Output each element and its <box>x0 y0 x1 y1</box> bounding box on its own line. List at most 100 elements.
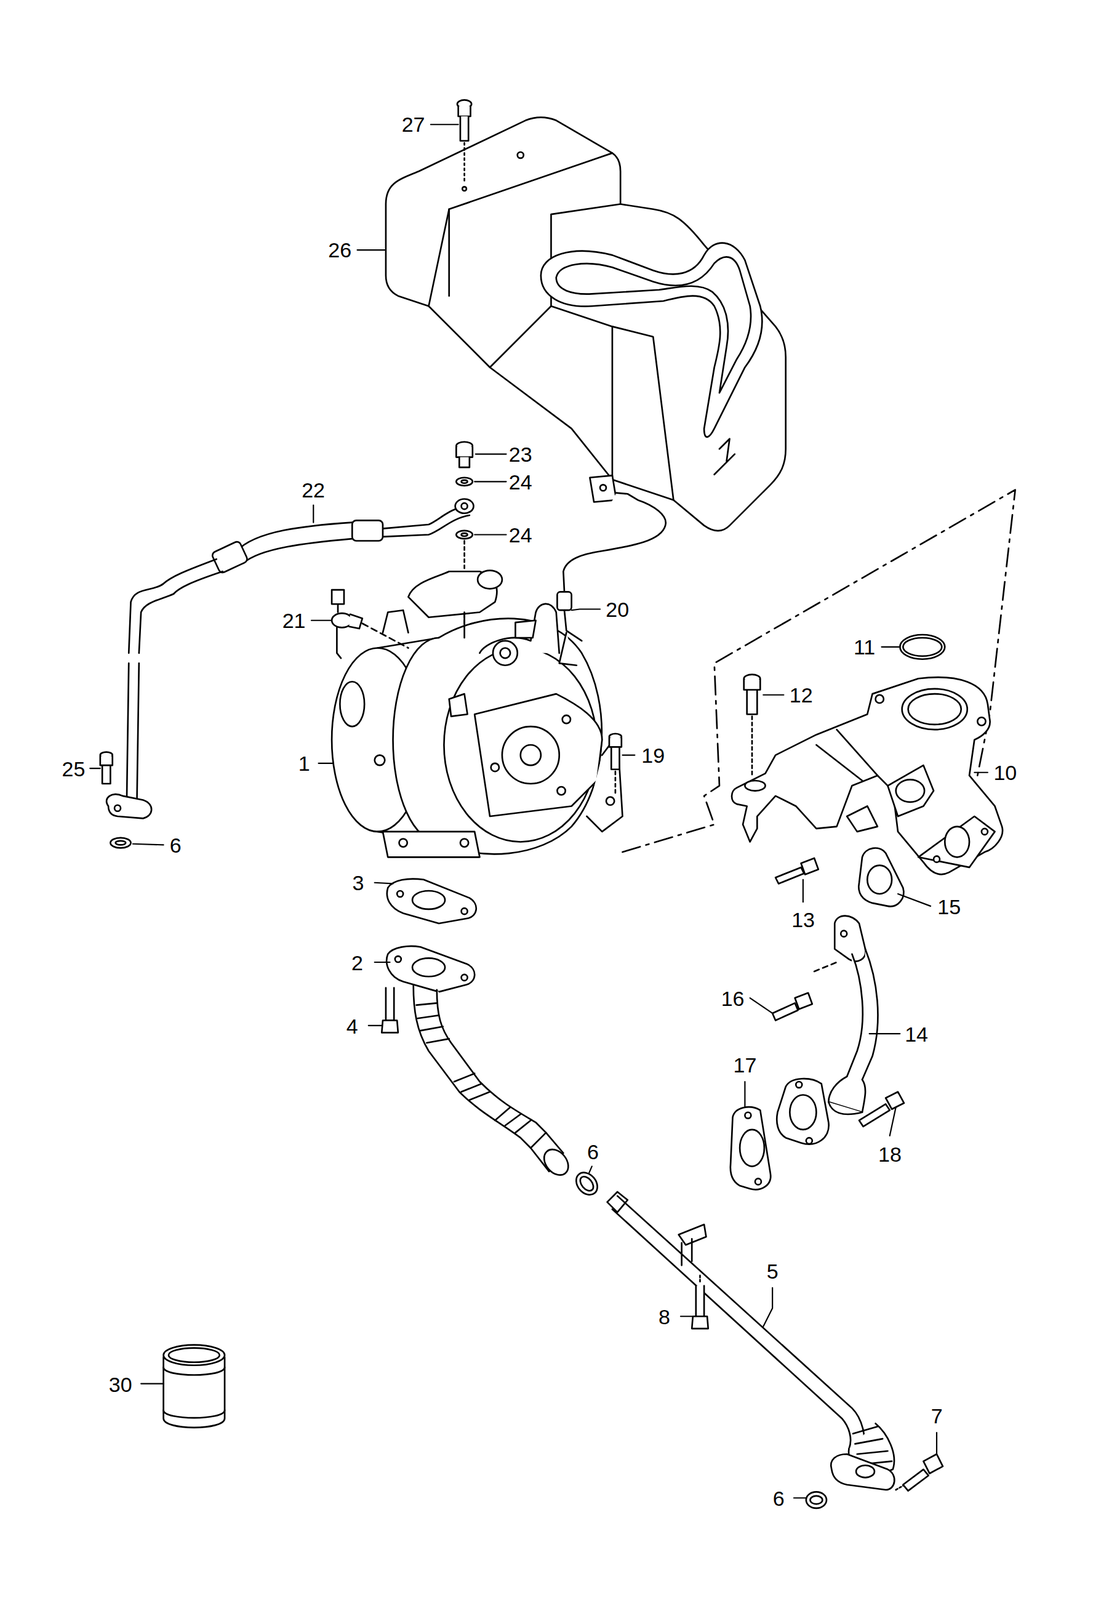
bolt <box>381 987 399 1033</box>
turbocharger <box>382 609 409 633</box>
egr-pipe <box>846 948 878 1079</box>
turbocharger <box>374 755 386 766</box>
callout-number: 6 <box>169 834 182 856</box>
leader-line <box>571 609 601 611</box>
temperature-sensor <box>589 475 617 502</box>
turbocharger <box>500 648 511 659</box>
turbocharger <box>492 640 518 666</box>
gasket <box>858 848 904 907</box>
turbocharger <box>339 681 365 727</box>
egr-pipe <box>789 1094 817 1130</box>
bolt <box>110 837 131 849</box>
turbocharger <box>556 786 565 795</box>
egr-pipe <box>834 915 866 962</box>
heat-shield <box>714 438 735 475</box>
leader-line <box>474 480 506 482</box>
o-ring <box>806 1491 827 1508</box>
callout-number: 4 <box>346 1015 359 1037</box>
bolt <box>458 105 471 117</box>
callout-number: 24 <box>508 524 533 546</box>
o-ring <box>806 1491 827 1508</box>
exhaust-manifold <box>875 694 884 703</box>
gasket <box>858 848 904 907</box>
oil-supply-line <box>114 804 121 812</box>
callout-number: 5 <box>766 1260 779 1282</box>
callout-number: 22 <box>301 479 325 501</box>
egr-pipe <box>776 915 878 1145</box>
o-ring <box>809 1495 823 1504</box>
bolt <box>751 716 754 776</box>
exhaust-manifold <box>744 780 765 791</box>
leader-line <box>936 1432 938 1454</box>
oil-return-pipe <box>612 1195 865 1449</box>
leader-line <box>763 694 784 696</box>
bolt <box>744 679 761 714</box>
o-ring <box>571 1168 602 1199</box>
bolt <box>100 752 132 849</box>
turbocharger <box>449 693 468 716</box>
oil-supply-line <box>163 558 223 594</box>
oil-return-pipe <box>413 984 546 1148</box>
heat-shield <box>556 256 751 393</box>
banjo-bolt <box>456 446 473 458</box>
leader-line <box>889 1106 897 1135</box>
heat-shield <box>517 152 524 159</box>
oil-supply-line <box>106 793 152 818</box>
gasket <box>867 865 892 894</box>
egr-pipe <box>828 1101 863 1114</box>
callout-number: 2 <box>351 952 364 973</box>
callout-number: 6 <box>587 1141 599 1162</box>
bolt <box>691 1315 709 1329</box>
pressure-sensor <box>331 589 409 658</box>
banjo-bolt <box>456 477 473 486</box>
leader-line <box>881 646 900 648</box>
bolt <box>381 1020 399 1033</box>
bolt <box>896 1453 943 1491</box>
leader-line <box>374 961 391 963</box>
o-ring <box>571 1168 602 1199</box>
exhaust-manifold <box>944 826 970 858</box>
turbocharger <box>502 726 560 784</box>
oil-return-pipe <box>386 945 475 992</box>
bolt <box>100 755 113 784</box>
temperature-sensor <box>563 492 666 593</box>
exhaust-manifold <box>846 805 878 831</box>
leader-line <box>474 533 506 535</box>
exhaust-manifold <box>908 693 962 725</box>
oil-supply-line <box>236 522 353 564</box>
leader-line <box>588 1166 593 1174</box>
turbocharger <box>398 838 407 847</box>
callout-number: 10 <box>993 761 1017 783</box>
leader-line <box>802 879 804 902</box>
exhaust-manifold <box>816 729 877 781</box>
callout-number: 18 <box>878 1143 902 1165</box>
o-ring <box>899 634 945 660</box>
gasket <box>387 878 477 924</box>
sleeve <box>163 1344 225 1366</box>
heat-shield <box>462 186 467 191</box>
callout-number: 19 <box>641 744 665 766</box>
sleeve <box>168 1347 220 1362</box>
callout-number: 16 <box>721 987 745 1009</box>
leader-line <box>680 1315 692 1317</box>
leader-line <box>793 1496 807 1498</box>
bolt <box>772 1002 798 1020</box>
leader-line <box>368 1024 383 1026</box>
callout-number: 27 <box>401 113 426 135</box>
leader-line <box>744 1081 746 1107</box>
turbocharger <box>491 763 500 772</box>
gasket <box>396 890 404 897</box>
leader-line <box>312 504 314 522</box>
leader-line <box>318 762 333 764</box>
turbocharger <box>477 570 503 589</box>
temperature-sensor <box>600 484 607 491</box>
pressure-sensor <box>337 603 340 612</box>
exhaust-manifold <box>981 828 988 835</box>
leader-line <box>622 753 635 756</box>
callout-number: 15 <box>937 896 961 917</box>
leader-line <box>357 249 386 251</box>
bolt <box>463 142 466 184</box>
oil-return-pipe <box>856 1464 875 1478</box>
callout-number: 25 <box>61 758 85 780</box>
